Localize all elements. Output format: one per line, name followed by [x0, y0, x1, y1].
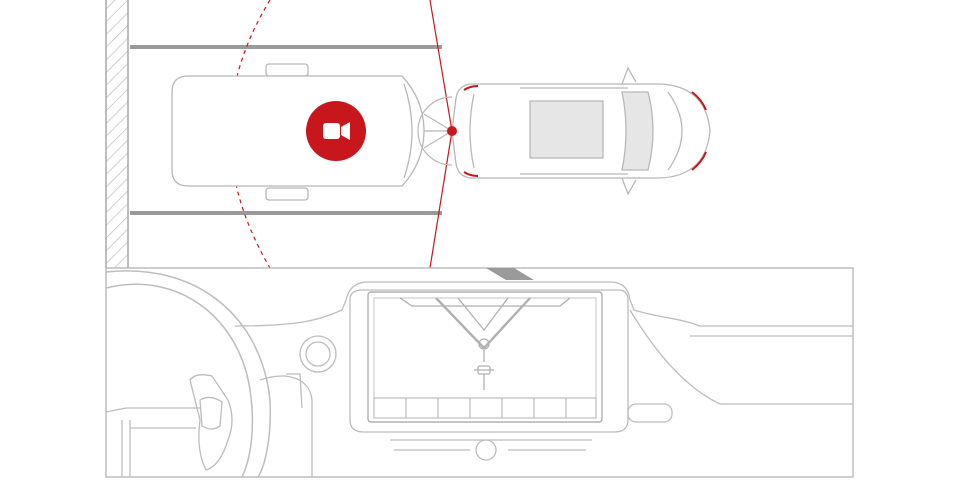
wheel-spoke	[286, 373, 303, 409]
parking-guide-inner	[457, 297, 509, 332]
guide-focus-dot	[478, 338, 490, 350]
dashboard-lower-right	[629, 309, 853, 405]
screen-button-6[interactable]	[533, 397, 567, 419]
screen-button-row	[373, 397, 597, 419]
driver-thumb	[199, 396, 223, 430]
rear-camera-sensor	[447, 126, 457, 136]
left-dash-line	[106, 407, 200, 413]
cabin-view	[105, 267, 854, 478]
reversing-car	[451, 66, 711, 196]
camera-view-field	[229, 0, 453, 269]
steering-wheel-rim-outer	[106, 270, 272, 477]
rear-camera-view	[399, 297, 571, 390]
infotainment-screen[interactable]	[367, 291, 603, 423]
screen-button-5[interactable]	[501, 397, 535, 419]
steering-column	[259, 375, 313, 477]
screen-button-3[interactable]	[437, 397, 471, 419]
screen-button-4[interactable]	[469, 397, 503, 419]
screen-button-7[interactable]	[565, 397, 597, 419]
air-vent-left	[299, 335, 337, 373]
screen-button-1[interactable]	[373, 397, 407, 419]
control-knob	[475, 439, 497, 461]
screen-horizon	[399, 297, 571, 307]
center-console	[349, 289, 629, 433]
parking-lane-lines	[130, 45, 442, 215]
parking-scene	[105, 0, 711, 269]
screen-button-2[interactable]	[405, 397, 439, 419]
air-vent-left-inner	[305, 341, 331, 367]
parked-car	[171, 63, 425, 201]
steering-wheel-rim	[106, 283, 254, 477]
parking-guide-lines	[435, 297, 531, 350]
dashboard-top	[234, 281, 853, 327]
sun-reflection	[486, 268, 534, 280]
garage-wall	[105, 0, 129, 268]
video-camera-icon	[306, 101, 366, 161]
